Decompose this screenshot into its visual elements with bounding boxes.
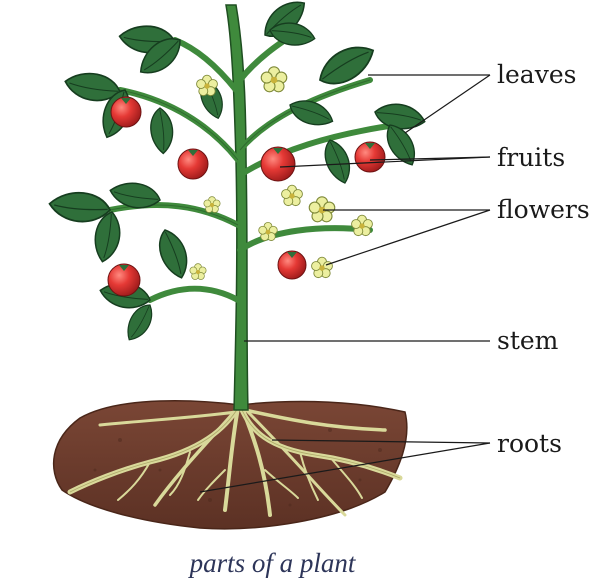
diagram-caption: parts of a plant [189, 548, 356, 578]
label-fruits: fruits [497, 143, 566, 172]
main-stem [225, 4, 249, 411]
roots-outline [69, 404, 401, 493]
label-roots: roots [497, 429, 562, 458]
label-stem: stem [497, 326, 559, 355]
soil-texture [93, 428, 382, 507]
pointer-lines [199, 74, 491, 493]
label-flowers: flowers [497, 195, 590, 224]
fruits-group [107, 96, 386, 297]
label-leaves: leaves [497, 60, 577, 89]
fruit-stems [119, 98, 375, 271]
